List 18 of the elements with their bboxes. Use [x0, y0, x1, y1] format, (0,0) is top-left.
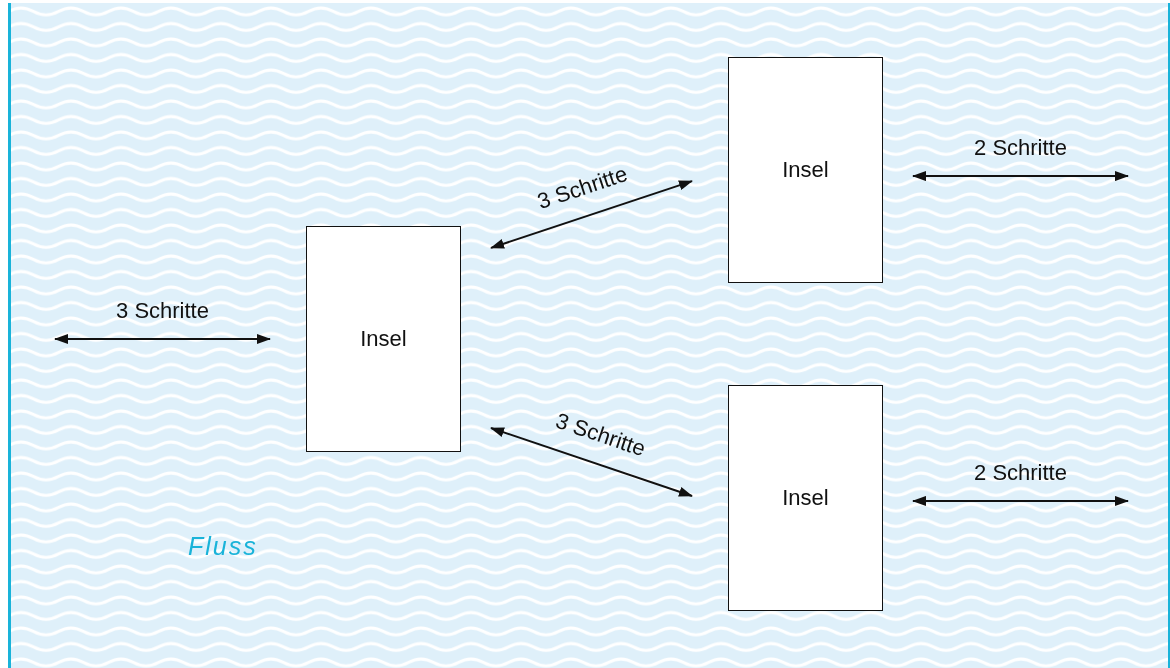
- island-box: [728, 385, 883, 611]
- double-arrow: [490, 180, 693, 249]
- island-label: Insel: [360, 326, 407, 352]
- edge-label: 3 Schritte: [534, 160, 631, 215]
- island-label: Insel: [782, 157, 829, 183]
- island-box: [306, 226, 461, 452]
- river-area: [8, 3, 1170, 668]
- double-arrow: [490, 427, 693, 497]
- river-label: Fluss: [188, 532, 258, 561]
- edge-label: 3 Schritte: [552, 408, 649, 463]
- edge-label: 3 Schritte: [116, 298, 209, 324]
- double-arrow: [54, 334, 271, 344]
- double-arrow: [912, 171, 1129, 182]
- edge-label: 2 Schritte: [974, 459, 1067, 486]
- edge-label: 2 Schritte: [974, 135, 1067, 162]
- island-label: Insel: [782, 485, 829, 511]
- double-arrow: [912, 495, 1129, 506]
- island-box: [728, 57, 883, 283]
